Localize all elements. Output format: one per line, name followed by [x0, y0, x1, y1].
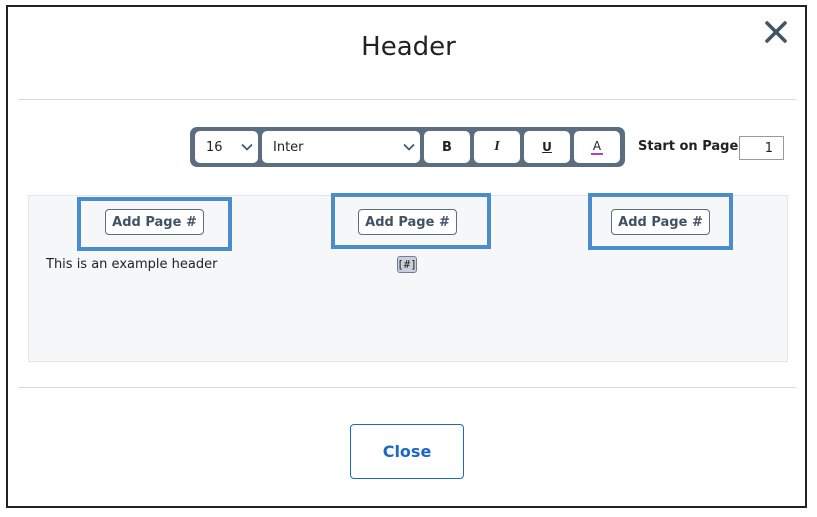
header-left-text[interactable]: This is an example header	[46, 257, 218, 272]
start-on-page-label: Start on Page:	[638, 139, 744, 154]
bold-icon: B	[442, 139, 452, 155]
page-number-tag[interactable]: [#]	[397, 256, 417, 273]
bold-button[interactable]: B	[424, 131, 470, 163]
start-on-page-input[interactable]	[739, 136, 784, 160]
close-icon[interactable]	[762, 18, 790, 46]
formatting-toolbar: 16 Inter B I U A	[190, 127, 625, 167]
add-page-number-left-button[interactable]: Add Page #	[105, 209, 204, 235]
highlight-box-left	[77, 197, 232, 251]
underline-icon: U	[542, 140, 552, 154]
font-size-value: 16	[206, 139, 223, 155]
add-page-number-right-button[interactable]: Add Page #	[611, 209, 710, 235]
highlight-box-center	[331, 193, 491, 249]
chevron-down-icon	[398, 143, 420, 151]
font-size-select[interactable]: 16	[195, 131, 258, 163]
divider-bottom	[18, 387, 796, 388]
chevron-down-icon	[236, 143, 258, 151]
underline-button[interactable]: U	[524, 131, 570, 163]
text-color-icon: A	[590, 138, 604, 155]
text-color-button[interactable]: A	[574, 131, 620, 163]
italic-button[interactable]: I	[474, 131, 520, 163]
dialog-title: Header	[361, 32, 456, 62]
italic-icon: I	[494, 139, 500, 154]
add-page-number-center-button[interactable]: Add Page #	[358, 209, 457, 235]
close-button[interactable]: Close	[350, 424, 464, 479]
divider-top	[18, 99, 796, 100]
font-family-value: Inter	[273, 139, 304, 155]
highlight-box-right	[588, 193, 733, 250]
font-family-select[interactable]: Inter	[262, 131, 420, 163]
